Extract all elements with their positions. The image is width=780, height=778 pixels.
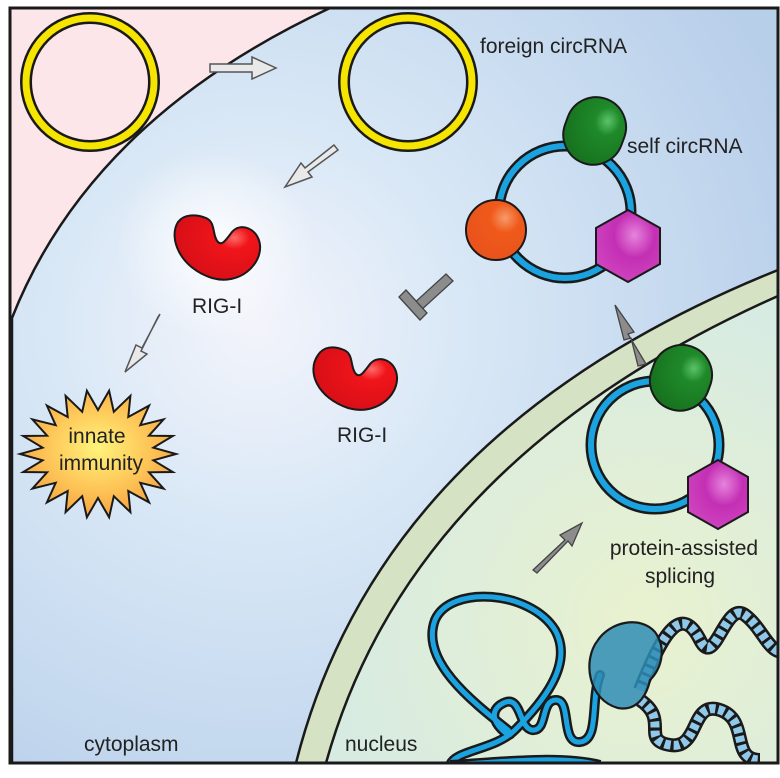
rna-polymerase [588, 621, 663, 710]
self-circrna-label: self circRNA [627, 135, 743, 158]
innate-immunity-label-line1: innate [68, 425, 125, 448]
green-protein-cyto [562, 96, 628, 166]
splicing-label-line2: splicing [645, 565, 715, 588]
orange-protein-cyto [465, 199, 527, 261]
rig-i-inhibited-label: RIG-I [337, 424, 387, 447]
rig-i-inhibited [312, 346, 399, 411]
rig-i-active [173, 214, 262, 281]
foreign-circrna-outside [22, 14, 158, 150]
innate-immunity-label-line2: immunity [59, 452, 144, 475]
entry-arrow [209, 55, 278, 81]
magenta-protein-cyto [595, 208, 661, 284]
figure-frame [8, 6, 780, 765]
splicing-arrow [531, 521, 584, 574]
activation-arrow-foreign-to-rigi [283, 143, 340, 189]
activation-arrow-rigi-to-immunity [124, 313, 161, 373]
innate-immunity-burst [16, 387, 180, 521]
rig-i-active-label: RIG-I [192, 295, 242, 318]
foreign-circrna-cytoplasm [340, 14, 476, 150]
magenta-protein-nucleus [687, 458, 749, 531]
nucleus-label: nucleus [345, 733, 417, 756]
export-arrow [614, 304, 648, 367]
cytoplasm-label: cytoplasm [84, 733, 179, 756]
green-protein-nucleus [648, 344, 713, 412]
inhibition-arrow-self-to-rigi [398, 273, 454, 321]
splicing-label-line1: protein-assisted [610, 537, 758, 560]
foreign-circrna-label: foreign circRNA [480, 35, 627, 58]
dna-helix [633, 606, 778, 763]
